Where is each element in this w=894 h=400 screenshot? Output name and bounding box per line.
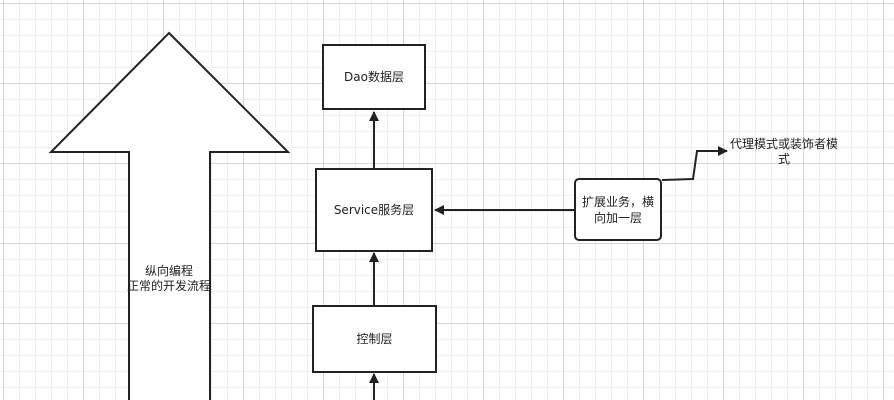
big-arrow-label-line2: 正常的开发流程 [126,279,211,293]
control-layer-label: 控制层 [356,332,393,346]
proxy-note: 代理模式或装饰者模式 [728,137,840,167]
control-layer-box: 控制层 [312,305,437,373]
dao-layer-label: Dao数据层 [344,70,404,84]
arrow-extend-to-proxy-note [661,146,728,181]
big-arrow-label-line1: 纵向编程 [144,264,193,278]
dao-layer-box: Dao数据层 [322,44,426,110]
proxy-note-label: 代理模式或装饰者模式 [729,137,838,166]
big-arrow-label: 纵向编程 正常的开发流程 [120,264,218,294]
extend-business-label: 扩展业务，横向加一层 [582,194,655,225]
vertical-flow-big-arrow [48,31,291,400]
extend-business-box: 扩展业务，横向加一层 [574,178,662,241]
service-layer-box: Service服务层 [315,168,433,252]
service-layer-label: Service服务层 [333,203,415,217]
